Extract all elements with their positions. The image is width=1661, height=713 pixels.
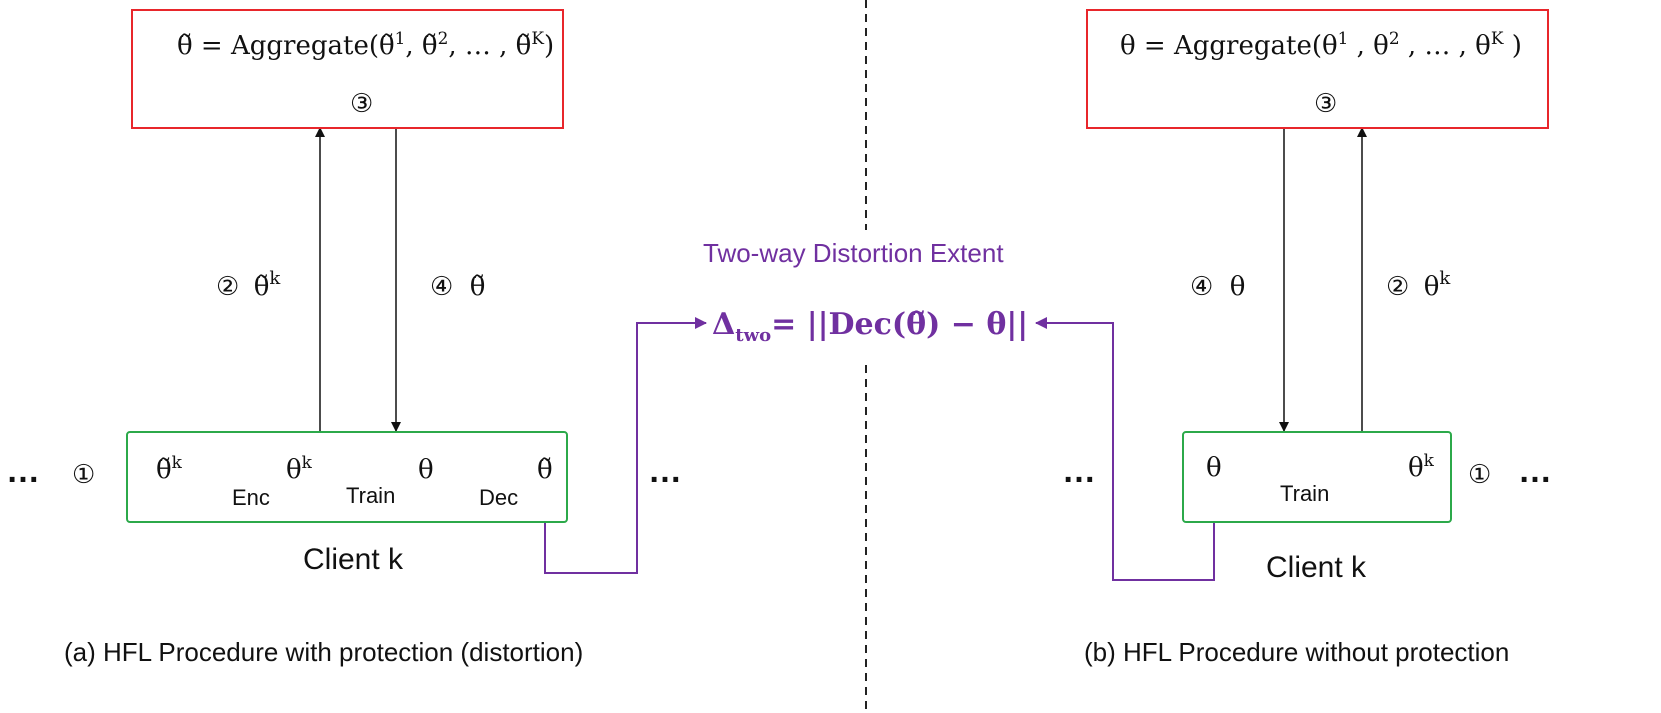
left-step-1: ①	[72, 460, 96, 490]
left-distortion-connector	[544, 317, 707, 574]
left-node-theta-k: θk	[286, 451, 312, 485]
right-node-theta: θ	[1206, 453, 1222, 483]
distortion-formula: Δtwo= ||Dec(θ̃) − θ||	[712, 307, 1029, 346]
right-server-box: θ = Aggregate(θ1 , θ2 , … , θK ) ③	[1086, 9, 1549, 129]
right-client-box: θ θk Train	[1182, 431, 1452, 523]
left-server-box: θ̃ = Aggregate(θ̃1, θ̃2, … , θ̃K) ③	[131, 9, 564, 129]
right-distortion-connector	[1035, 317, 1215, 581]
right-aggregate-formula: θ = Aggregate(θ1 , θ2 , … , θK )	[1120, 27, 1522, 61]
left-client-box: θ̃k θk θ θ̃ Enc Train Dec	[126, 431, 568, 523]
left-upload-label: ② θ̃k	[216, 268, 281, 302]
right-client-name: Client k	[1266, 551, 1367, 584]
left-train-label: Train	[346, 483, 396, 508]
left-node-theta: θ	[418, 455, 434, 485]
left-node-tilde-theta-k: θ̃k	[156, 451, 182, 485]
left-step-4: ④	[430, 272, 454, 302]
left-caption: (a) HFL Procedure with protection (disto…	[64, 637, 584, 667]
left-client-name: Client k	[303, 543, 404, 576]
right-step-3: ③	[1314, 89, 1338, 119]
left-dec-label: Dec	[479, 485, 519, 510]
right-step-4: ④	[1190, 272, 1214, 302]
right-download-label: ④ θ	[1190, 272, 1246, 302]
right-upload-label: ② θk	[1386, 268, 1451, 302]
right-train-label: Train	[1280, 481, 1330, 506]
left-ellipsis-outer: …	[6, 452, 40, 490]
right-node-theta-k: θk	[1408, 449, 1434, 483]
distortion-title: Two-way Distortion Extent	[703, 238, 1004, 268]
right-step-1: ①	[1468, 460, 1492, 490]
left-download-label: ④ θ̃	[430, 272, 486, 302]
left-node-tilde-theta: θ̃	[537, 455, 553, 485]
left-aggregate-formula: θ̃ = Aggregate(θ̃1, θ̃2, … , θ̃K)	[177, 27, 555, 61]
left-ellipsis-inner: …	[648, 452, 682, 490]
left-enc-label: Enc	[232, 485, 270, 510]
right-caption: (b) HFL Procedure without protection	[1084, 637, 1510, 667]
right-ellipsis-outer: …	[1518, 452, 1552, 490]
left-step-2: ②	[216, 272, 240, 302]
left-step-3: ③	[350, 89, 374, 119]
right-step-2: ②	[1386, 272, 1410, 302]
right-ellipsis-inner: …	[1062, 452, 1096, 490]
